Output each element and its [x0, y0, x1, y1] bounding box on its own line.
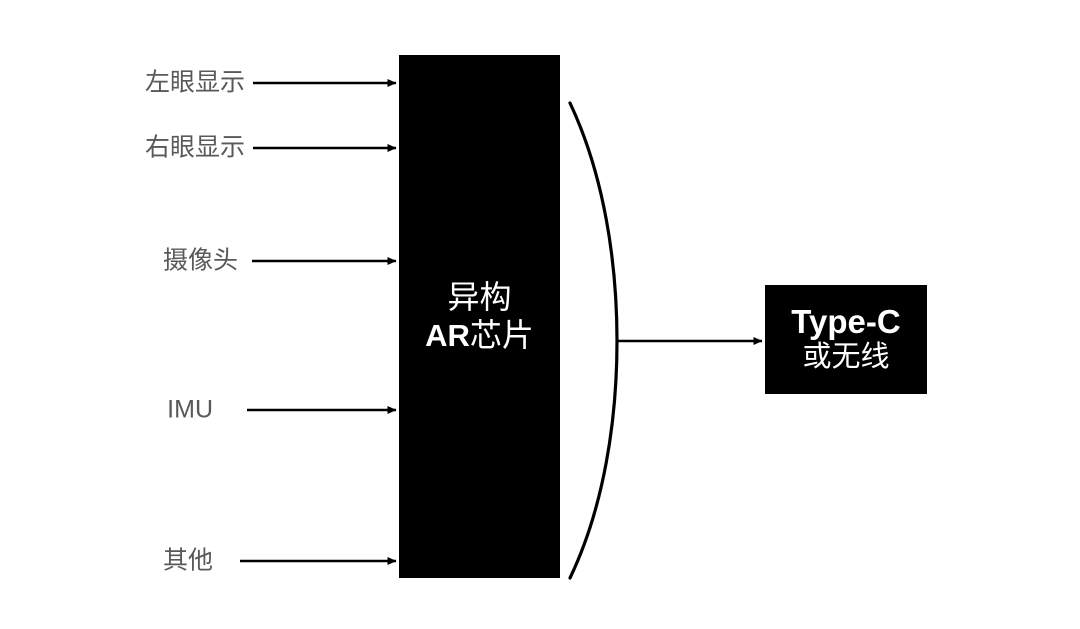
ar-chip-label-line2: AR芯片: [425, 317, 534, 355]
ar-chip-label-chip: 芯片: [469, 316, 534, 353]
ar-chip-label-ar: AR: [425, 317, 470, 353]
input-label-right-eye-display: 右眼显示: [144, 134, 245, 162]
input-label-other: 其他: [162, 547, 213, 575]
ar-chip-label-line1: 异构: [447, 278, 512, 315]
input-label-imu: IMU: [167, 395, 213, 424]
output-interface-block: Type-C 或无线: [765, 285, 927, 394]
input-label-left-eye-display: 左眼显示: [144, 69, 245, 97]
input-arrows: [240, 79, 397, 565]
ar-chip-block: 异构 AR芯片: [399, 55, 560, 578]
output-brace-curve: [568, 101, 619, 580]
input-label-camera: 摄像头: [162, 247, 238, 275]
output-label-wireless: 或无线: [802, 341, 890, 374]
output-label-type-c: Type-C: [791, 303, 901, 341]
